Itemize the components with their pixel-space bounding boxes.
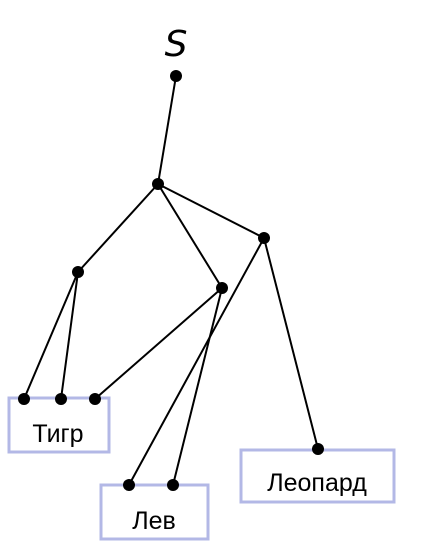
leaf-node-lion xyxy=(123,479,135,491)
root-node xyxy=(170,70,182,82)
branch-node xyxy=(258,232,270,244)
leaf-node-leopard xyxy=(312,443,324,455)
leaf-node-lion xyxy=(167,479,179,491)
tree-edge xyxy=(60,271,79,400)
leaf-node-tiger xyxy=(55,393,67,405)
tree-edge xyxy=(157,75,177,185)
leaf-node-tiger xyxy=(89,393,101,405)
branch-node xyxy=(72,266,84,278)
tree-edge xyxy=(77,183,159,273)
group-box-lion xyxy=(99,483,210,541)
leaf-node-tiger xyxy=(18,393,30,405)
group-label-leopard: Леопард xyxy=(267,469,367,497)
tree-edge xyxy=(23,271,79,400)
tree-edge xyxy=(157,183,223,289)
group-box-tiger xyxy=(7,396,111,454)
tree-edge xyxy=(263,237,319,450)
branch-node xyxy=(216,282,228,294)
root-label: S xyxy=(165,24,188,65)
tree-edge xyxy=(128,237,265,486)
group-label-tiger: Тигр xyxy=(32,420,83,448)
tree-edge xyxy=(172,287,223,486)
branch-node xyxy=(152,178,164,190)
group-label-lion: Лев xyxy=(132,507,176,535)
tree-edge xyxy=(94,287,223,400)
tree-edge xyxy=(157,183,265,239)
